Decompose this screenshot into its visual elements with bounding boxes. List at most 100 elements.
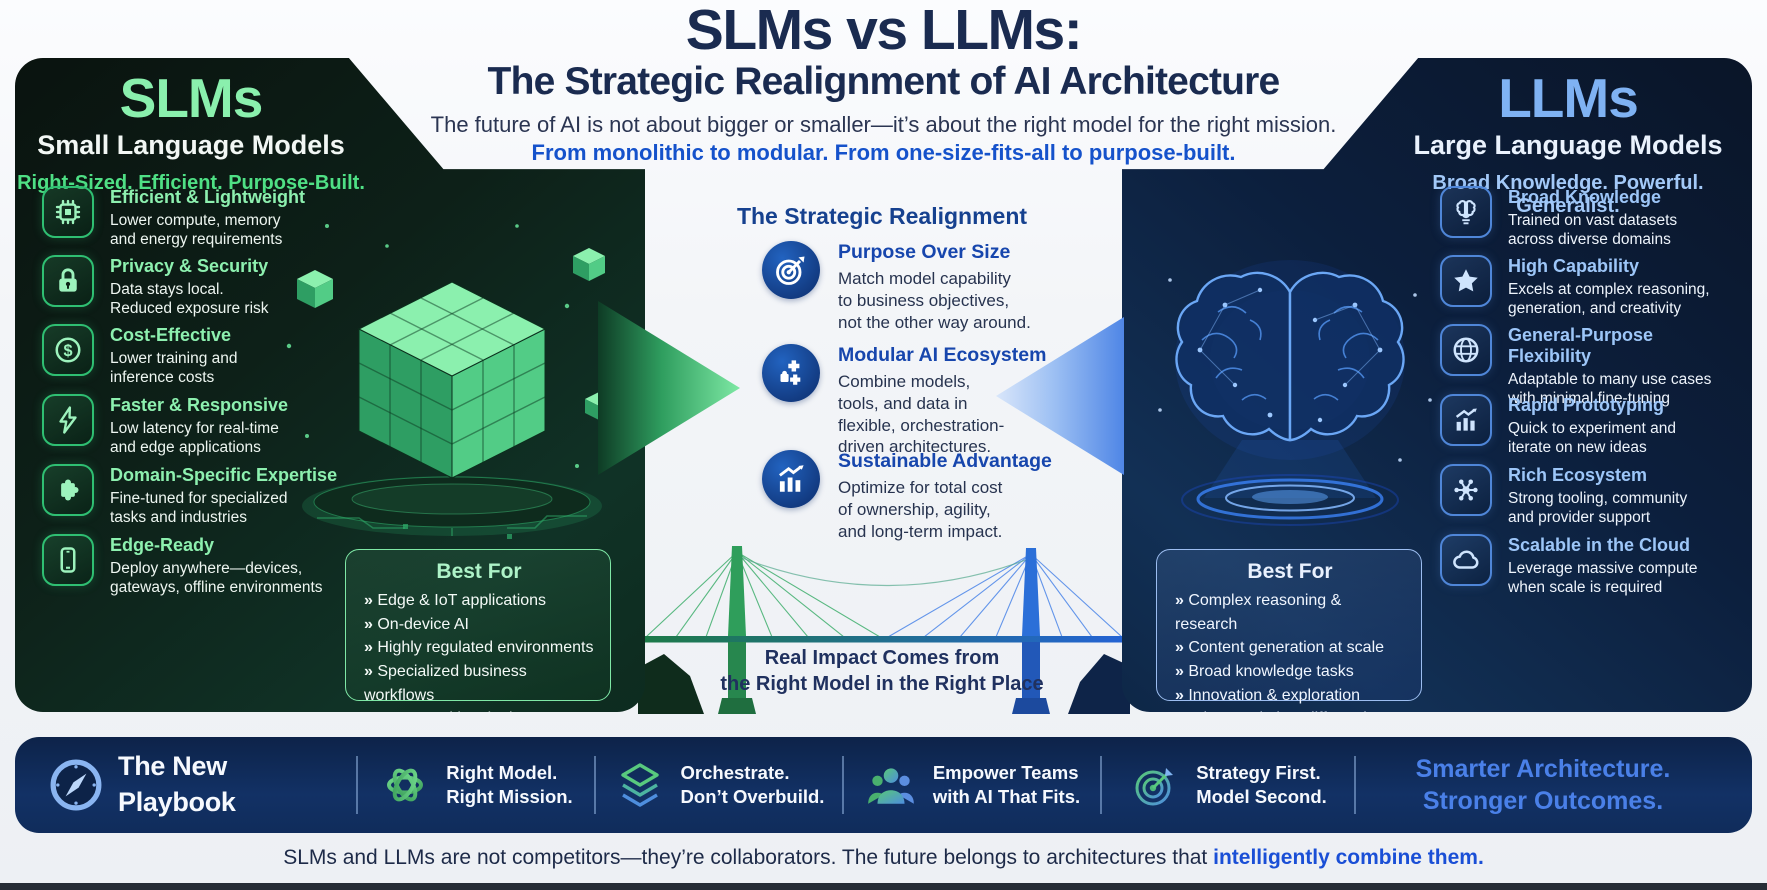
slm-feature-speed: Faster & Responsive Low latency for real…: [42, 394, 342, 457]
list-item: When scale is a differentiator: [1175, 707, 1405, 712]
star-icon: [1440, 255, 1492, 307]
slm-feature-edge: Edge-Ready Deploy anywhere—devices, gate…: [42, 534, 342, 597]
center-item-desc: Combine models, tools, and data in flexi…: [838, 372, 1005, 457]
slm-panel: SLMs Small Language Models Right-Sized. …: [15, 58, 645, 712]
feature-desc: Excels at complex reasoning, generation,…: [1508, 281, 1710, 318]
compass-icon: [49, 758, 103, 812]
playbook-item-orchestrate: Orchestrate. Don’t Overbuild.: [608, 759, 830, 811]
slm-feature-efficient: Efficient & Lightweight Lower compute, m…: [42, 186, 342, 249]
dollar-icon: $: [42, 324, 94, 376]
feature-desc: Fine-tuned for specialized tasks and ind…: [110, 490, 288, 527]
feature-title: Rich Ecosystem: [1508, 465, 1648, 485]
center-item-title: Purpose Over Size: [838, 241, 1011, 263]
best-for-list: Complex reasoning & research Content gen…: [1175, 589, 1405, 712]
feature-desc: Trained on vast datasets across diverse …: [1508, 212, 1678, 249]
slm-feature-domain: Domain-Specific Expertise Fine-tuned for…: [42, 464, 342, 527]
best-for-title: Best For: [436, 560, 522, 583]
feature-desc: Data stays local. Reduced exposure risk: [110, 281, 269, 318]
feature-title: High Capability: [1508, 256, 1640, 276]
feature-desc: Quick to experiment and iterate on new i…: [1508, 420, 1677, 457]
feature-title: Faster & Responsive: [110, 395, 289, 415]
slm-tagline: Right-Sized. Efficient. Purpose-Built.: [17, 171, 365, 194]
slm-best-for-box: Best For Edge & IoT applications On-devi…: [345, 549, 611, 712]
slm-panel-header: SLMs Small Language Models Right-Sized. …: [15, 67, 367, 195]
llm-feature-capability: High Capability Excels at complex reason…: [1440, 255, 1740, 318]
smartphone-icon: [42, 534, 94, 586]
puzzle-pieces-icon: [762, 344, 820, 402]
center-title: The Strategic Realignment: [736, 203, 1028, 229]
playbook-label: Right Model. Right Mission.: [446, 761, 573, 807]
feature-title: Edge-Ready: [110, 535, 215, 555]
footer-note: SLMs and LLMs are not competitors—they’r…: [0, 846, 1767, 870]
green-cubes-illustration: [286, 224, 613, 539]
target-arrow-icon: [1129, 759, 1181, 811]
center-item-desc: Optimize for total cost of ownership, ag…: [838, 478, 1003, 541]
list-item: Cost-sensitive deployments: [364, 707, 594, 712]
playbook-item-right-model: Right Model. Right Mission.: [370, 759, 582, 811]
divider: [1354, 756, 1356, 814]
playbook-bar: The New Playbook Right Model. Right Miss…: [15, 737, 1752, 833]
playbook-label: Strategy First. Model Second.: [1196, 761, 1327, 807]
chart-up-icon: [1440, 394, 1492, 446]
feature-desc: Lower training and inference costs: [110, 350, 238, 387]
feature-desc: Deploy anywhere—devices, gateways, offli…: [110, 560, 323, 597]
globe-icon: [1440, 324, 1492, 376]
list-item: Edge & IoT applications: [364, 589, 594, 613]
bolt-icon: [42, 394, 94, 446]
divider: [842, 756, 844, 814]
llm-subtitle: Large Language Models: [1413, 129, 1723, 160]
llm-feature-ecosystem: Rich Ecosystem Strong tooling, community…: [1440, 464, 1740, 527]
lock-icon: [42, 255, 94, 307]
center-item-purpose: Purpose Over Size Match model capability…: [762, 241, 1102, 333]
playbook-item-new-playbook: The New Playbook: [49, 749, 344, 820]
playbook-highlight-label: Smarter Architecture. Stronger Outcomes.: [1415, 754, 1671, 816]
feature-desc: Lower compute, memory and energy require…: [110, 212, 283, 249]
list-item: Innovation & exploration: [1175, 684, 1405, 708]
playbook-label: Orchestrate. Don’t Overbuild.: [680, 761, 825, 807]
llm-feature-scalable: Scalable in the Cloud Leverage massive c…: [1440, 534, 1740, 597]
llm-feature-flexibility: General-Purpose Flexibility Adaptable to…: [1440, 324, 1740, 408]
best-for-title: Best For: [1247, 560, 1333, 583]
feature-desc: Strong tooling, community and provider s…: [1508, 490, 1688, 527]
feature-title: Efficient & Lightweight: [110, 187, 305, 207]
feature-title: Broad Knowledge: [1508, 187, 1662, 207]
page-title: SLMs vs LLMs:: [685, 0, 1083, 62]
playbook-label: Empower Teams with AI That Fits.: [932, 761, 1081, 807]
playbook-label: The New Playbook: [118, 751, 236, 817]
llm-feature-knowledge: Broad Knowledge Trained on vast datasets…: [1440, 186, 1740, 249]
green-right-arrow: [598, 301, 740, 475]
feature-title: Privacy & Security: [110, 256, 269, 276]
people-icon: [864, 758, 918, 812]
list-item: Broad knowledge tasks: [1175, 660, 1405, 684]
center-item-desc: Match model capability to business objec…: [838, 269, 1031, 332]
target-icon: [762, 241, 820, 299]
feature-title: Rapid Prototyping: [1508, 395, 1664, 415]
chip-icon: [42, 186, 94, 238]
feature-title: General-Purpose Flexibility: [1508, 325, 1654, 366]
center-item-title: Modular AI Ecosystem: [838, 344, 1047, 366]
footer-text: SLMs and LLMs are not competitors—they’r…: [283, 846, 1214, 869]
slm-title: SLMs: [119, 67, 264, 129]
divider: [356, 756, 358, 814]
brain-hologram-illustration: [1158, 260, 1432, 526]
playbook-item-strategy: Strategy First. Model Second.: [1114, 759, 1342, 811]
slm-feature-cost: $ Cost-Effective Lower training and infe…: [42, 324, 342, 387]
playbook-item-empower: Empower Teams with AI That Fits.: [856, 758, 1088, 812]
puzzle-icon: [42, 464, 94, 516]
llm-panel: LLMs Large Language Models Broad Knowled…: [1122, 58, 1752, 712]
best-for-list: Edge & IoT applications On-device AI Hig…: [364, 589, 594, 712]
llm-title: LLMs: [1498, 67, 1639, 129]
list-item: Specialized business workflows: [364, 660, 594, 707]
bridge-illustration: [638, 546, 1130, 714]
bottom-strip: [0, 883, 1767, 890]
llm-panel-header: LLMs Large Language Models Broad Knowled…: [1384, 67, 1752, 218]
playbook-item-outcome: Smarter Architecture. Stronger Outcomes.: [1368, 753, 1718, 818]
feature-title: Cost-Effective: [110, 325, 232, 345]
list-item: On-device AI: [364, 613, 594, 637]
feature-title: Domain-Specific Expertise: [110, 465, 338, 485]
feature-desc: Adaptable to many use cases with minimal…: [1508, 371, 1712, 408]
feature-desc: Low latency for real-time and edge appli…: [110, 420, 279, 457]
center-item-sustainable: Sustainable Advantage Optimize for total…: [762, 450, 1102, 542]
list-item: Highly regulated environments: [364, 636, 594, 660]
feature-title: Scalable in the Cloud: [1508, 535, 1691, 555]
